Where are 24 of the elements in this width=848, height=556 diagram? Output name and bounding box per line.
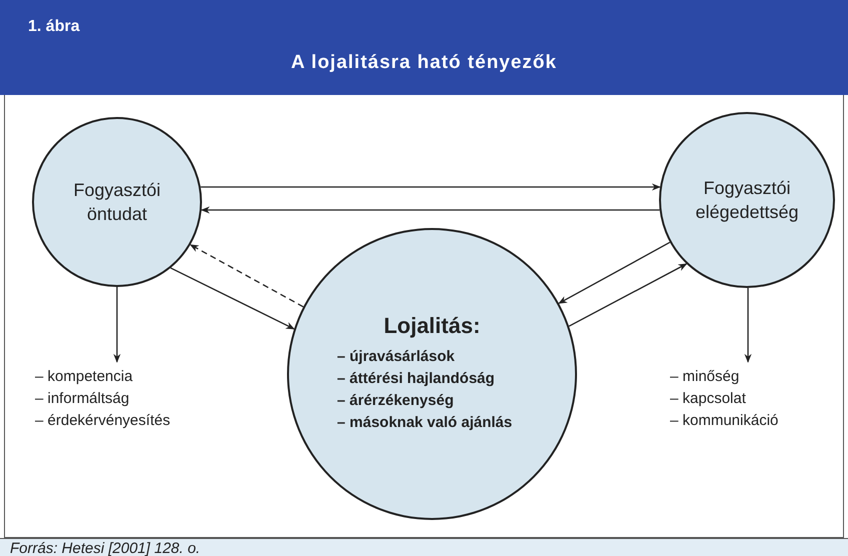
arrow [190,244,304,308]
arrow [744,288,752,363]
list-item: – kompetencia [35,367,134,387]
list-item: – árérzékenység [337,391,455,411]
list-item: – újravásárlások [337,347,456,367]
list-item: – kommunikáció [670,411,780,431]
title: A lojalitásra ható tényezők [290,52,558,74]
heading: Lojalitás: [384,314,480,338]
arrow [113,287,121,363]
arrow [170,267,295,330]
source-caption: Forrás: Hetesi [2001] 128. o. [10,540,200,556]
list-item: – másoknak való ajánlás [337,413,514,433]
list-item: – áttérési hajlandóság [337,369,496,389]
list-item: – érdekérvényesítés [35,411,172,431]
arrow [558,242,670,304]
list-item: – informáltság [35,389,130,409]
arrow [200,206,660,214]
node-label: Fogyasztói öntudat [72,179,162,226]
node-label: Fogyasztói elégedettség [694,177,800,224]
figure-number: 1. ábra [28,18,80,36]
list-item: – kapcsolat [670,389,747,409]
arrow [568,263,688,327]
arrow [200,183,661,191]
list-item: – minőség [670,367,740,387]
